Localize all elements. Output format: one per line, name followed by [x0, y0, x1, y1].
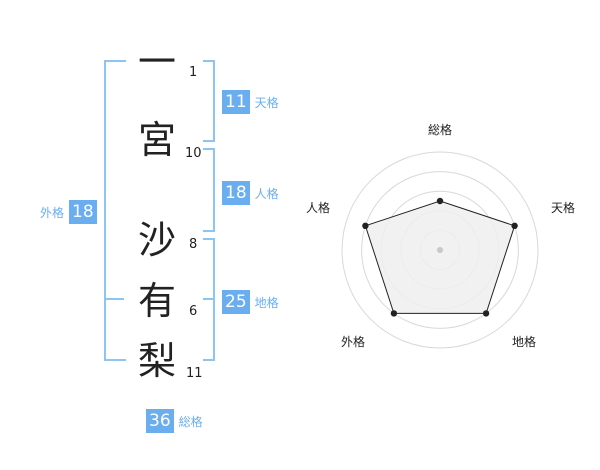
stroke-count-2: 10 [185, 146, 202, 161]
radar-point-bottom-right [482, 310, 490, 317]
chikaku-label: 地格 [254, 295, 279, 310]
tenkaku-bracket [203, 60, 215, 142]
gaikaku-badge: 外格 18 [40, 200, 97, 224]
radar-point-top [436, 197, 444, 205]
gaikaku-bracket-tick [106, 298, 124, 300]
gaikaku-bracket [104, 60, 126, 361]
radar-grid-ring [361, 171, 519, 329]
name-char-1: 一 [137, 40, 176, 84]
jinkaku-label: 人格 [254, 186, 279, 201]
radar-label-bottom-right: 地格 [512, 334, 536, 349]
name-char-3: 沙 [137, 218, 176, 262]
name-char-4: 有 [137, 279, 176, 323]
soukaku-label: 総格 [178, 414, 203, 429]
chikaku-bracket [203, 238, 215, 361]
radar-point-right [511, 222, 518, 229]
chikaku-bracket-tick [203, 298, 213, 300]
radar-grid-ring [341, 151, 539, 349]
radar-label-right: 天格 [551, 200, 575, 215]
radar-point-left [362, 222, 369, 229]
name-char-2: 宮 [137, 118, 176, 162]
radar-center-dot [437, 247, 443, 253]
tenkaku-badge: 11 天格 [222, 90, 279, 114]
radar-polygon [364, 200, 516, 314]
stroke-count-5: 11 [186, 366, 203, 381]
radar-label-left: 人格 [306, 200, 330, 215]
jinkaku-score: 18 [222, 181, 250, 205]
radar-label-top: 総格 [428, 122, 452, 137]
soukaku-score: 36 [146, 409, 174, 433]
chikaku-badge: 25 地格 [222, 290, 279, 314]
gaikaku-score: 18 [69, 200, 97, 224]
tenkaku-score: 11 [222, 90, 250, 114]
gaikaku-label: 外格 [40, 205, 65, 220]
radar-point-bottom-left [390, 310, 398, 317]
stroke-count-1: 1 [189, 65, 198, 80]
stroke-count-3: 8 [189, 237, 198, 252]
soukaku-badge: 36 総格 [146, 409, 203, 433]
name-char-5: 梨 [137, 339, 176, 383]
radar-label-bottom-left: 外格 [341, 334, 365, 349]
radar-points [362, 197, 518, 317]
tenkaku-label: 天格 [254, 95, 279, 110]
jinkaku-bracket [203, 148, 215, 232]
stroke-count-4: 6 [189, 304, 198, 319]
jinkaku-badge: 18 人格 [222, 181, 279, 205]
chikaku-score: 25 [222, 290, 250, 314]
